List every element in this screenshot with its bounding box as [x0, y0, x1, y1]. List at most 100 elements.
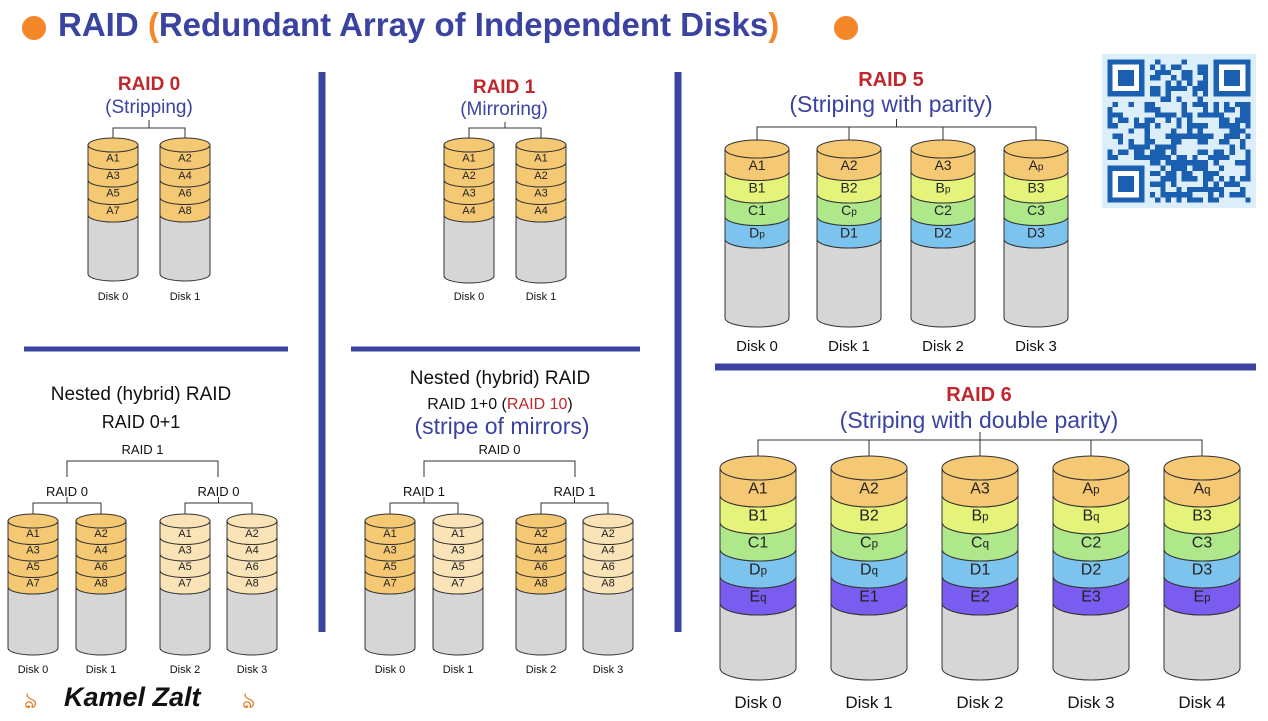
- title-paren-open: (: [147, 6, 159, 43]
- qr-module: [1208, 154, 1214, 161]
- qr-module: [1197, 128, 1203, 134]
- disk-body: [87, 214, 139, 282]
- connector-line: [32, 502, 102, 516]
- qr-module: [1165, 144, 1172, 150]
- block-base: A1: [748, 481, 768, 498]
- qr-module: [1245, 149, 1251, 155]
- qr-module: [1107, 107, 1113, 113]
- qr-module: [1197, 64, 1203, 70]
- qr-module: [1176, 64, 1182, 70]
- raid5-section: RAID 5 (Striping with parity) A1B1C1DpDi…: [724, 69, 1069, 355]
- raid6-subtitle: (Striping with double parity): [840, 407, 1119, 433]
- connector-bracket: [112, 120, 186, 138]
- qr-module: [1229, 107, 1235, 113]
- qr-module: [1171, 181, 1177, 187]
- qr-module: [1208, 192, 1214, 198]
- qr-module: [1117, 149, 1124, 155]
- raid6-title: RAID 6: [946, 384, 1012, 406]
- block-parity-subscript: p: [1204, 593, 1210, 605]
- disk-block-label: Dq: [860, 562, 878, 579]
- qr-module: [1186, 176, 1193, 182]
- qr-module: [1245, 154, 1251, 161]
- block-base: D2: [1081, 562, 1102, 579]
- qr-module: [1192, 165, 1198, 171]
- connector-line: [112, 127, 186, 138]
- qr-module: [1208, 170, 1214, 177]
- qr-module: [1240, 138, 1246, 145]
- qr-module: [1197, 101, 1203, 108]
- qr-module: [1197, 138, 1203, 145]
- disk-block-label: A1: [534, 152, 547, 164]
- disk-block-label: Dp: [749, 562, 767, 579]
- raid10-subheading-prefix: RAID 1+0 (: [427, 396, 507, 413]
- disk-block-label: D1: [970, 562, 991, 579]
- qr-module: [1218, 192, 1225, 198]
- connector-line: [540, 502, 609, 516]
- qr-module: [1171, 160, 1177, 166]
- disk-block-label: A3: [106, 170, 119, 182]
- raid6-section: RAID 6 (Striping with double parity) A1B…: [719, 384, 1241, 712]
- qr-module: [1133, 149, 1140, 155]
- qr-module: [1133, 117, 1140, 124]
- qr-module: [1181, 133, 1187, 139]
- qr-module: [1186, 69, 1193, 76]
- connector-bracket: RAID 0: [32, 484, 102, 516]
- block-parity-subscript: p: [761, 566, 767, 578]
- qr-module: [1202, 149, 1209, 155]
- qr-module: [1155, 170, 1161, 177]
- block-base: C1: [748, 202, 766, 218]
- qr-module: [1149, 154, 1156, 161]
- qr-module: [1202, 91, 1209, 97]
- disk-block-label: B1: [748, 180, 765, 196]
- qr-module: [1171, 165, 1177, 171]
- block-parity-subscript: p: [982, 512, 988, 524]
- disk-body: [515, 586, 567, 656]
- qr-module: [1107, 117, 1113, 124]
- qr-module: [1192, 160, 1198, 166]
- qr-module: [1165, 160, 1172, 166]
- disk-block-label: A4: [94, 544, 107, 556]
- disk-body: [159, 214, 211, 282]
- qr-module: [1176, 123, 1182, 129]
- raid10-subheading-red: RAID 10: [507, 396, 568, 413]
- block-base: A1: [748, 157, 765, 173]
- disk-block-label: C1: [748, 535, 769, 552]
- disk-block-label: A3: [934, 157, 951, 173]
- qr-module: [1218, 165, 1225, 171]
- qr-module: [1149, 170, 1156, 177]
- disk-block-label: A7: [451, 577, 464, 589]
- block-parity-subscript: p: [872, 539, 878, 551]
- qr-module: [1202, 138, 1209, 145]
- qr-module: [1155, 144, 1161, 150]
- qr-module: [1186, 160, 1193, 166]
- disk-body: [75, 586, 127, 656]
- qr-module: [1197, 85, 1203, 92]
- qr-module: [1155, 181, 1161, 187]
- disk-block-label: Bq: [1082, 508, 1099, 525]
- qr-module: [1218, 176, 1225, 182]
- qr-module: [1234, 128, 1241, 134]
- qr-module: [1229, 192, 1235, 198]
- qr-module: [1160, 186, 1166, 193]
- qr-module: [1181, 192, 1187, 198]
- disk-block-label: A4: [534, 544, 547, 556]
- qr-module: [1171, 75, 1177, 81]
- qr-code-icon: [1102, 54, 1256, 208]
- qr-module: [1192, 154, 1198, 161]
- disk-top: [724, 139, 790, 159]
- qr-module: [1117, 138, 1124, 145]
- qr-module: [1186, 117, 1193, 124]
- block-base: B: [1082, 508, 1093, 525]
- disk-body: [443, 214, 495, 284]
- qr-module: [1197, 149, 1203, 155]
- page-title: RAID (Redundant Array of Independent Dis…: [58, 6, 779, 44]
- qr-module: [1155, 75, 1161, 81]
- qr-module: [1139, 123, 1145, 129]
- disk-body: [582, 586, 634, 656]
- disk-block-label: D1: [840, 225, 858, 241]
- connector-label: RAID 0: [46, 484, 88, 499]
- qr-module: [1202, 186, 1209, 193]
- block-base: B2: [840, 180, 857, 196]
